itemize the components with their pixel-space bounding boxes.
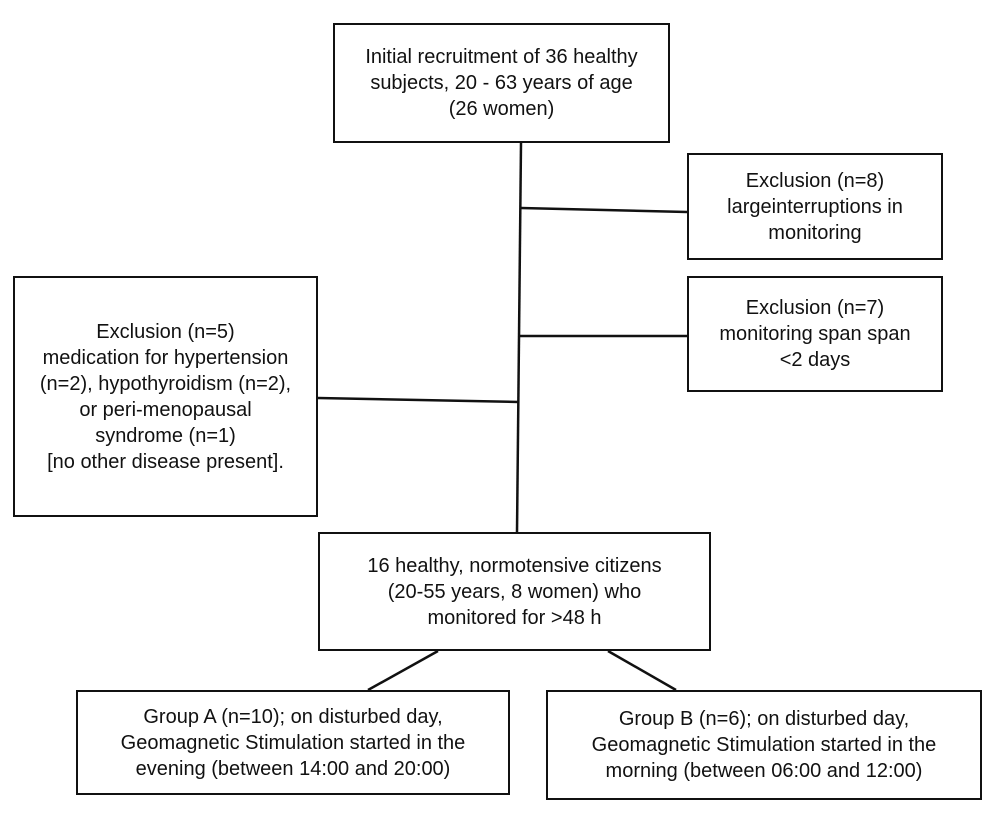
connector-to-group-b bbox=[607, 649, 677, 692]
box-line: or peri-menopausal bbox=[79, 398, 252, 421]
box-line: monitoring bbox=[768, 221, 862, 244]
group-b-box: Group B (n=6); on disturbed day, Geomagn… bbox=[546, 690, 982, 800]
box-line: morning (between 06:00 and 12:00) bbox=[605, 760, 923, 782]
box-line: <2 days bbox=[779, 349, 851, 371]
group-a-box: Group A (n=10); on disturbed day, Geomag… bbox=[76, 690, 510, 795]
box-line: syndrome (n=1) bbox=[95, 424, 236, 447]
box-line: Geomagnetic Stimulation started in the bbox=[591, 734, 937, 756]
box-line: Exclusion (n=8) bbox=[745, 169, 885, 192]
box-line: Initial recruitment of 36 healthy bbox=[365, 46, 638, 68]
box-line: 16 healthy, normotensive citizens bbox=[367, 554, 662, 577]
box-line: [no other disease present]. bbox=[47, 450, 284, 473]
initial-recruitment-box: Initial recruitment of 36 healthy subjec… bbox=[333, 23, 670, 143]
exclusion-medication-box: Exclusion (n=5) medication for hypertens… bbox=[13, 276, 318, 517]
exclusion-monitoring-span-box: Exclusion (n=7) monitoring span span <2 … bbox=[687, 276, 943, 392]
box-line: subjects, 20 - 63 years of age bbox=[370, 72, 633, 94]
connector-to-group-a bbox=[367, 649, 439, 692]
box-line: Group B (n=6); on disturbed day, bbox=[618, 708, 910, 730]
connector-main-trunk bbox=[515, 142, 523, 533]
box-line: (n=2), hypothyroidism (n=2), bbox=[39, 372, 292, 395]
exclusion-interruptions-box: Exclusion (n=8) largeinterruptions in mo… bbox=[687, 153, 943, 260]
box-line: Geomagnetic Stimulation started in the bbox=[120, 731, 466, 754]
connector-to-exclusion-5 bbox=[317, 396, 520, 404]
connector-to-exclusion-8 bbox=[520, 206, 688, 214]
box-line: (20-55 years, 8 women) who bbox=[387, 580, 642, 603]
box-line: monitoring span span bbox=[719, 323, 911, 345]
box-line: Exclusion (n=7) bbox=[745, 297, 885, 319]
box-line: largeinterruptions in bbox=[727, 195, 903, 218]
box-line: Exclusion (n=5) bbox=[96, 320, 235, 343]
box-line: (26 women) bbox=[448, 98, 555, 120]
box-line: medication for hypertension bbox=[42, 346, 289, 369]
box-line: monitored for >48 h bbox=[427, 606, 602, 629]
box-line: Group A (n=10); on disturbed day, bbox=[143, 705, 443, 728]
healthy-subjects-box: 16 healthy, normotensive citizens (20-55… bbox=[318, 532, 711, 651]
box-line: evening (between 14:00 and 20:00) bbox=[135, 757, 451, 780]
